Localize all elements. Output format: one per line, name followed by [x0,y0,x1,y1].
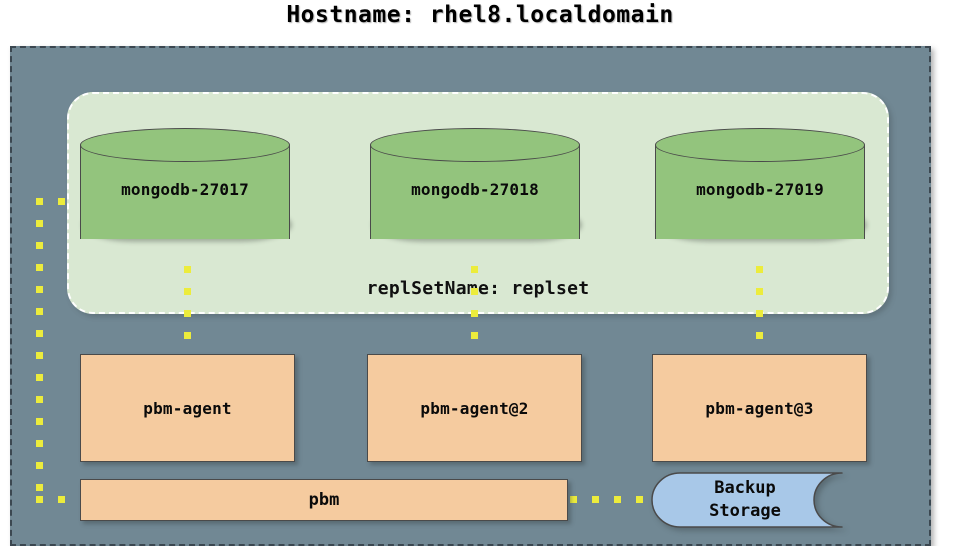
connector-left-vertical [36,198,43,500]
node-mongodb-27018[interactable]: mongodb-27018 [370,128,580,256]
backup-storage-shape-icon [651,472,843,528]
connector-left-top-horizontal [36,198,80,205]
node-label: mongodb-27017 [121,180,249,199]
connector-27018-to-agent2 [471,266,478,354]
connector-27019-to-agent3 [756,266,763,354]
cylinder-top-icon [655,128,865,162]
node-label: mongodb-27019 [696,180,824,199]
node-mongodb-27019[interactable]: mongodb-27019 [655,128,865,256]
pbm-label: pbm [308,490,340,510]
agent-pbm-agent-3[interactable]: pbm-agent@3 [652,354,867,462]
pbm-cli-box[interactable]: pbm [80,479,568,521]
agent-label: pbm-agent@2 [420,399,529,418]
cylinder-top-icon [80,128,290,162]
cylinder-top-icon [370,128,580,162]
connector-pbm-to-backup-storage [570,496,658,503]
agent-pbm-agent[interactable]: pbm-agent [80,354,295,462]
connector-27017-to-agent1 [184,266,191,354]
page-title: Hostname: rhel8.localdomain [286,2,674,28]
backup-storage-label: Backup Storage [709,478,781,521]
connector-left-bottom-horizontal [36,496,86,503]
node-label: mongodb-27018 [411,180,539,199]
agent-label: pbm-agent [143,399,232,418]
backup-storage[interactable]: Backup Storage [651,472,870,528]
agent-pbm-agent-2[interactable]: pbm-agent@2 [367,354,582,462]
node-mongodb-27017[interactable]: mongodb-27017 [80,128,290,256]
agent-label: pbm-agent@3 [705,399,814,418]
